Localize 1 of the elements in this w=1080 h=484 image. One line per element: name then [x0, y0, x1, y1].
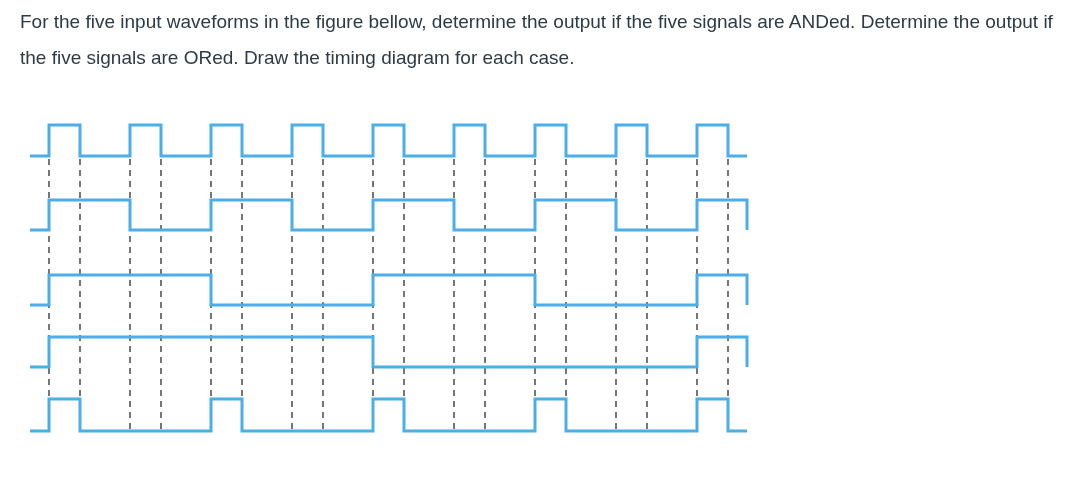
question-text: For the five input waveforms in the figure bellow, determine the output if the five signals are ANDed. Determine the output if the five signals are ORed. Draw the timing diagram for each case. [20, 10, 1054, 70]
